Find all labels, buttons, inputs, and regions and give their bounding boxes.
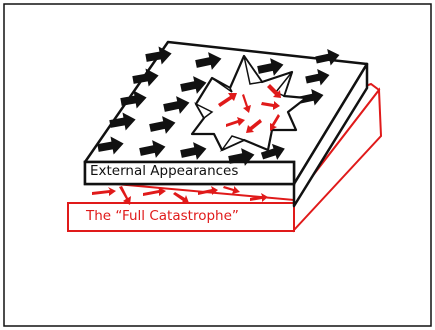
label-external-appearances: External Appearances (90, 163, 238, 179)
label-full-catastrophe: The “Full Catastrophe” (86, 208, 239, 224)
